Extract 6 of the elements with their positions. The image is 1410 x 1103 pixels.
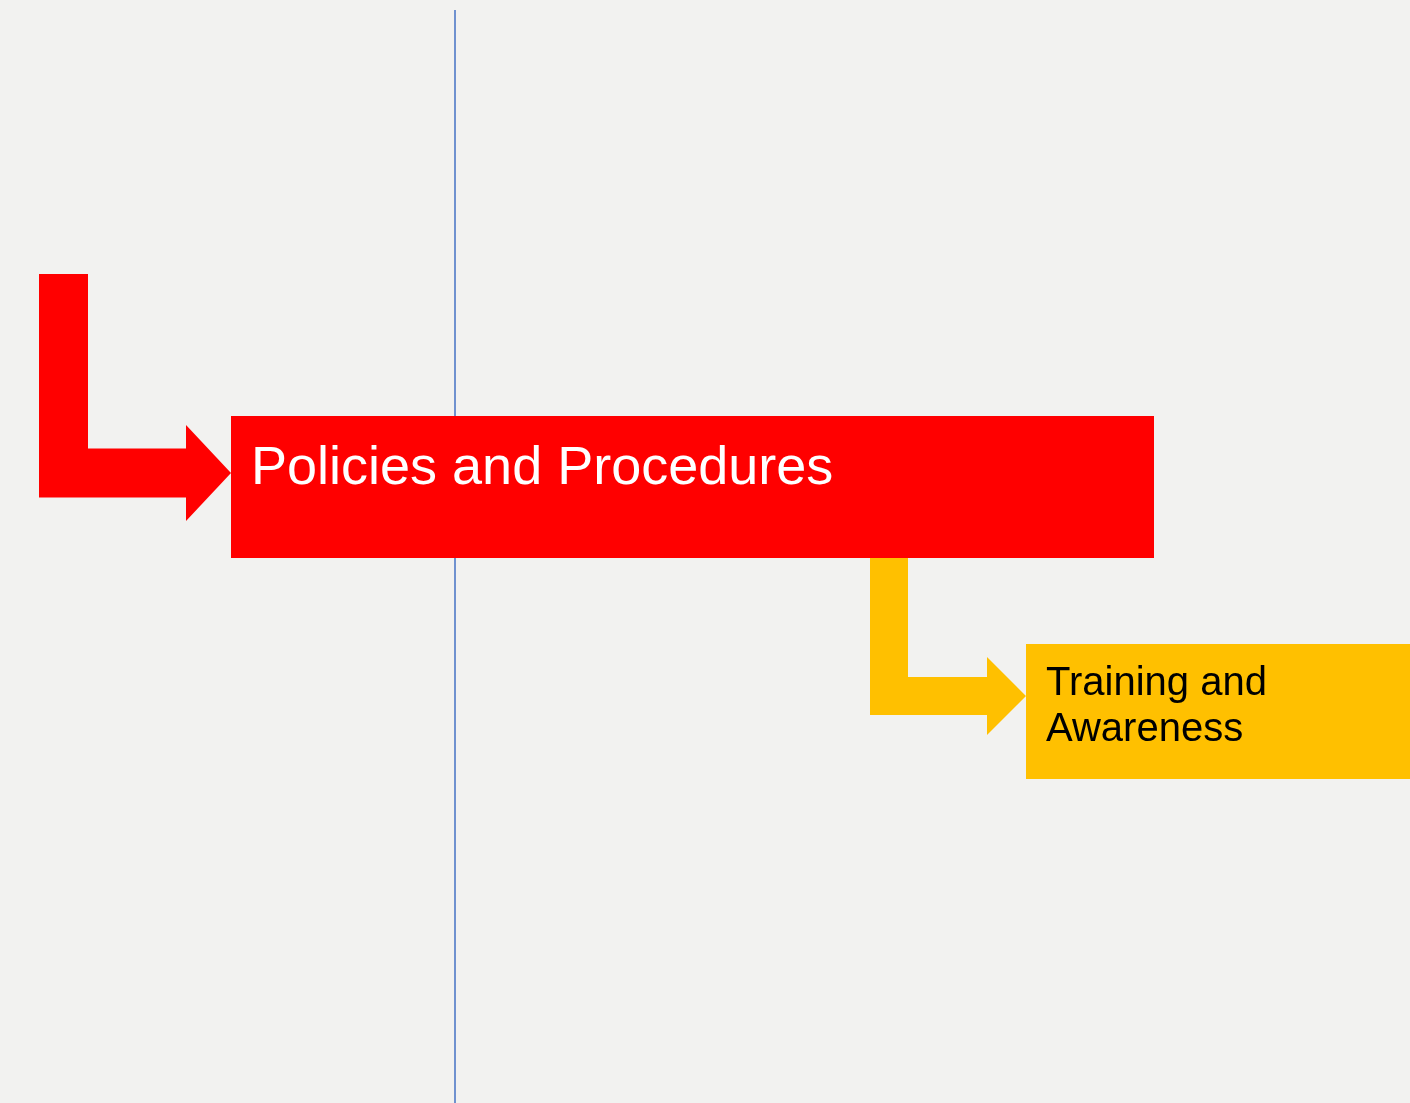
bent-arrow	[870, 558, 1026, 735]
process-box	[231, 416, 1154, 558]
process-box	[1026, 644, 1410, 779]
box-label: Training and Awareness	[1046, 658, 1268, 750]
bent-arrow	[39, 274, 231, 521]
box-label: Policies and Procedures	[251, 434, 835, 497]
